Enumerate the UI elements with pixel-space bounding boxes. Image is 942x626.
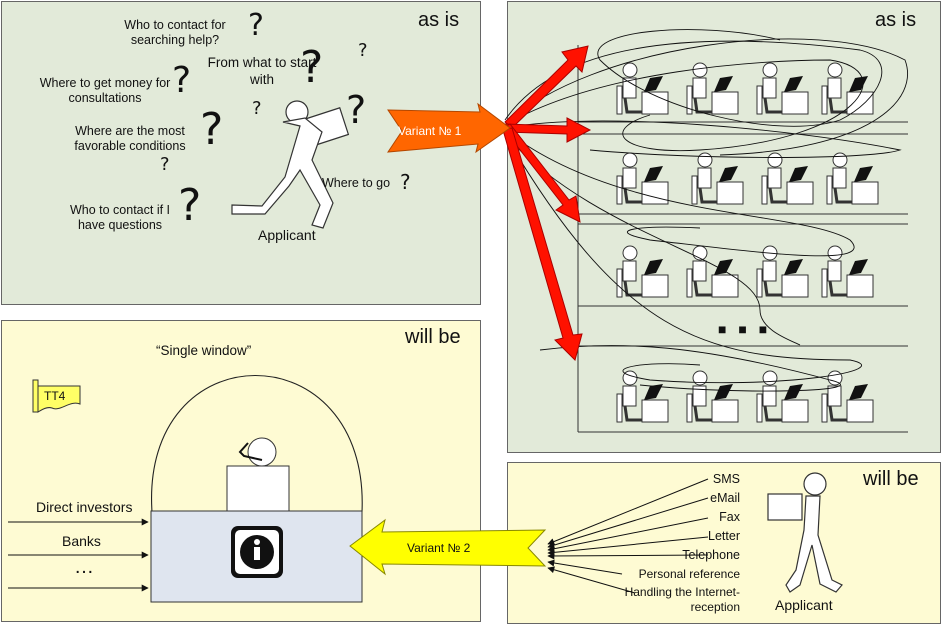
channel-email: eMail [710, 491, 740, 505]
ellipsis-dots: ■ ■ ■ [718, 321, 772, 337]
workers [615, 61, 880, 424]
applicant-label-bottom: Applicant [775, 597, 833, 613]
question-mark-icon: ? [200, 104, 224, 155]
input-banks: Banks [62, 533, 101, 549]
question-mark-icon: ? [358, 40, 368, 61]
input-more: … [74, 556, 94, 578]
as-is-panel-right [507, 1, 941, 453]
single-window-title: “Single window” [156, 343, 252, 358]
channel-personal-reference: Personal reference [638, 567, 740, 581]
as-is-tag-right: as is [875, 9, 917, 31]
applicant-figure-top [231, 100, 350, 229]
as-is-tag-left: as is [418, 9, 460, 31]
as-is-panel-left [1, 1, 481, 305]
question-mark-icon: ? [346, 88, 367, 132]
question-mark-icon: ? [400, 170, 411, 194]
info-icon [231, 526, 283, 578]
applicant-figure-bottom [767, 472, 843, 593]
will-be-tag-right: will be [863, 468, 919, 490]
applicant-label-top: Applicant [258, 227, 316, 243]
tt4-note [37, 385, 81, 413]
variant1-label: Variant № 1 [398, 124, 462, 138]
question-search-help: Who to contact for searching help? [124, 18, 226, 47]
channel-internet: Handling the Internet-reception [624, 585, 740, 614]
question-mark-icon: ? [252, 98, 262, 119]
variant1-arrow [387, 102, 511, 154]
channel-sms: SMS [712, 472, 740, 486]
will-be-panel-right [507, 462, 941, 624]
question-conditions: Where are the most favorable conditions [74, 124, 186, 153]
wander-paths [504, 29, 908, 392]
single-window-dome [151, 375, 363, 513]
question-money: Where to get money for consultations [39, 76, 171, 105]
operator-figure [226, 437, 290, 513]
question-mark-icon: ? [172, 60, 192, 101]
channel-fax: Fax [719, 510, 740, 524]
channel-arrows [547, 478, 709, 594]
red-arrows [502, 45, 592, 361]
question-mark-icon: ? [178, 180, 202, 231]
question-mark-icon: ? [248, 8, 264, 43]
channel-telephone: Telephone [682, 548, 740, 562]
question-where-go: Where to go [322, 176, 391, 190]
question-start: From what to start with [207, 55, 317, 87]
tt4-label: ТТ4 [44, 389, 66, 403]
channel-letter: Letter [708, 529, 740, 543]
will-be-tag-left: will be [405, 326, 461, 348]
question-mark-icon: ? [160, 154, 170, 175]
question-contact: Who to contact if I have questions [69, 203, 171, 232]
variant2-arrow [349, 518, 547, 576]
question-mark-icon: ? [300, 42, 324, 93]
input-arrows [8, 518, 149, 592]
variant2-label: Variant № 2 [407, 541, 471, 555]
input-direct-investors: Direct investors [36, 499, 133, 515]
